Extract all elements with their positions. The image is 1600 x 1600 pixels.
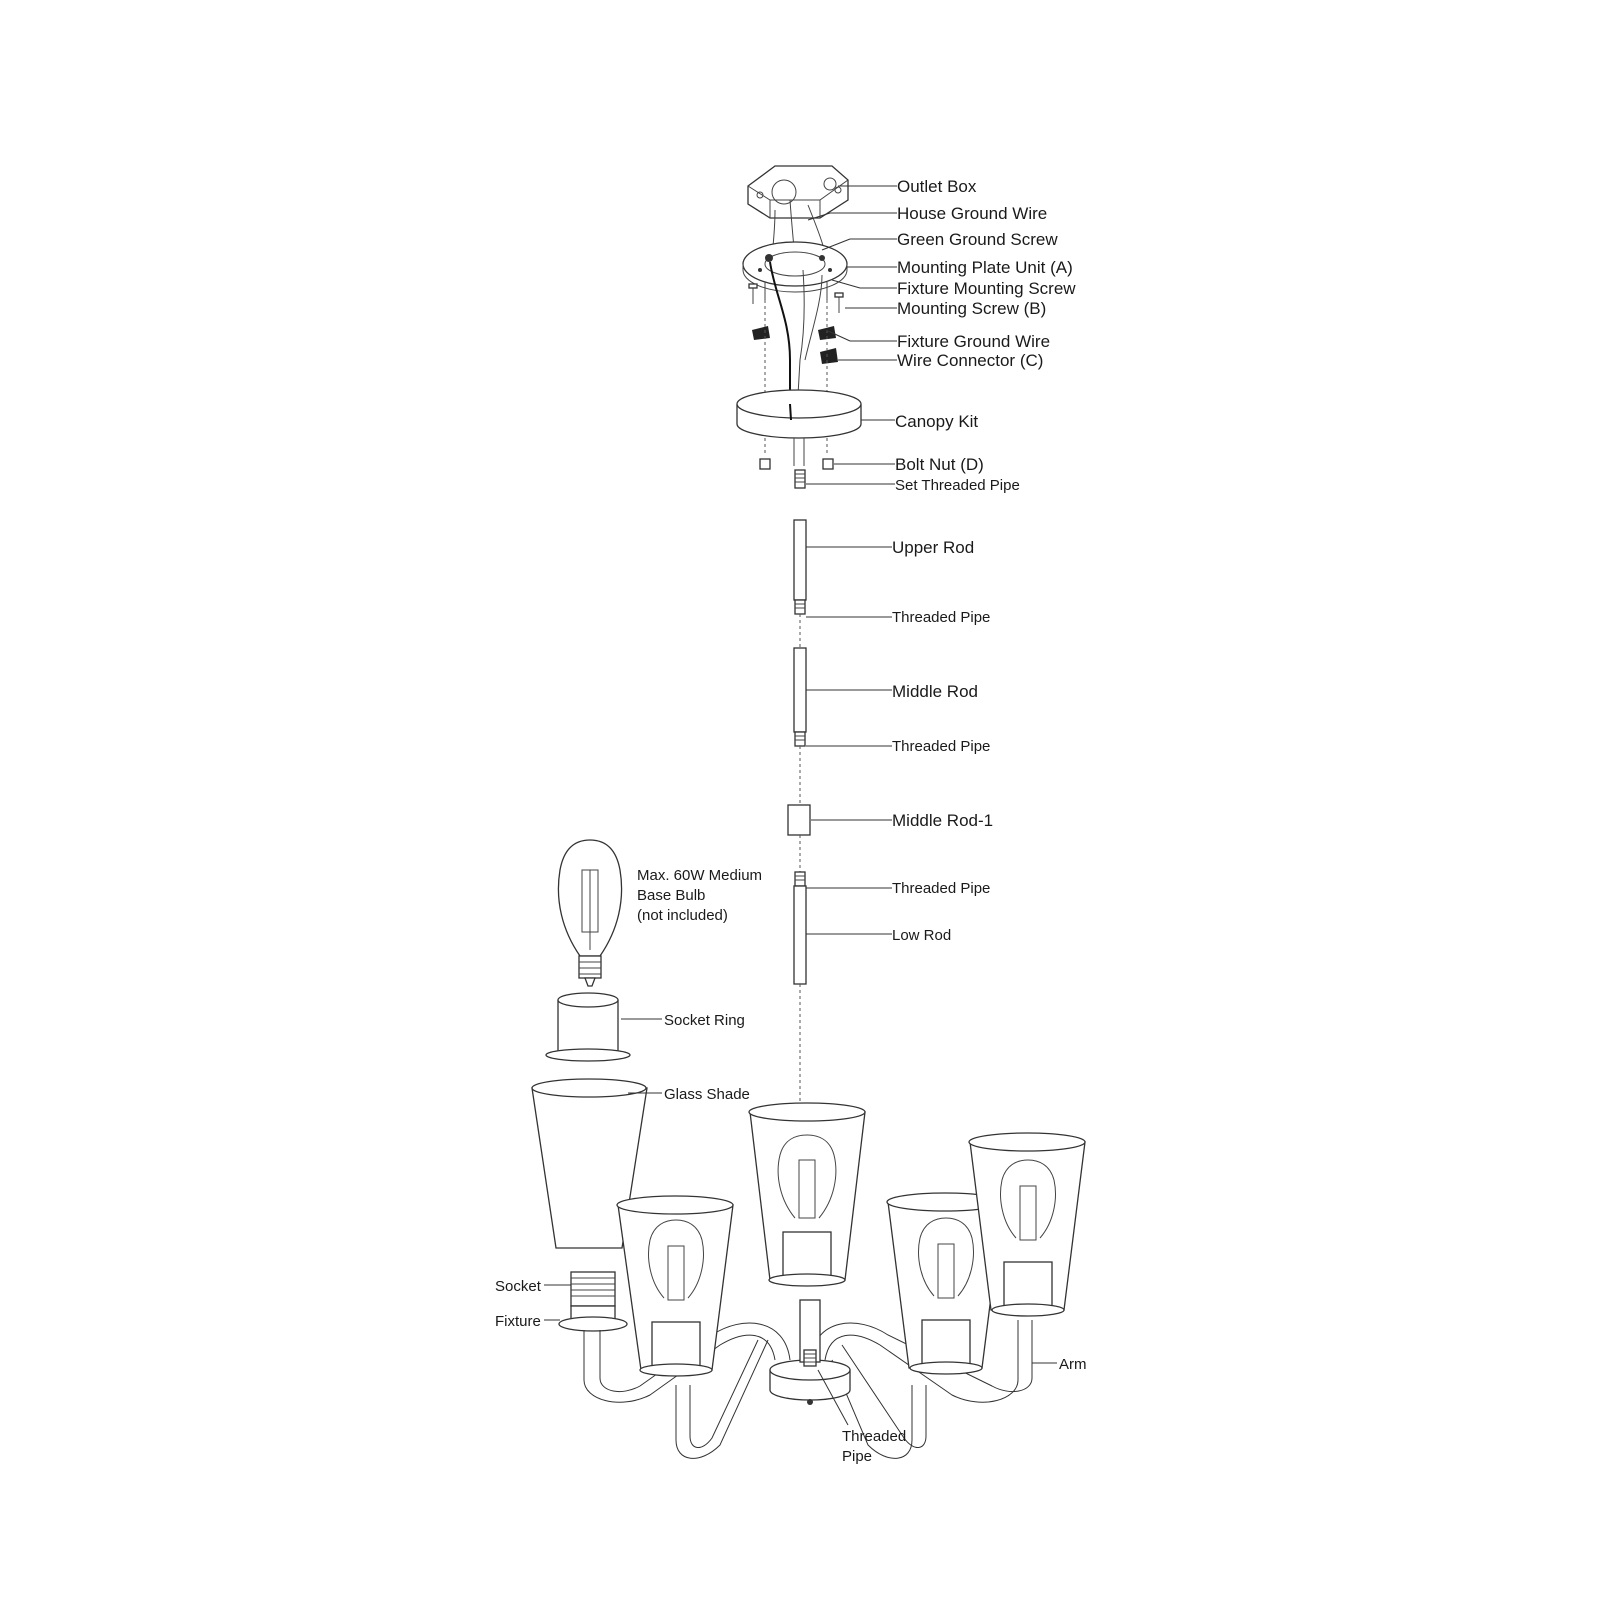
bolt-nut-right bbox=[822, 458, 834, 470]
label-wire-connector: Wire Connector (C) bbox=[897, 351, 1043, 370]
label-bottom-threaded-line2: Pipe bbox=[842, 1448, 872, 1465]
mounting-screw-right bbox=[834, 292, 844, 313]
label-bulb-line3: (not included) bbox=[637, 907, 728, 924]
label-middle-rod-1: Middle Rod-1 bbox=[892, 811, 993, 830]
label-mounting-plate-unit: Mounting Plate Unit (A) bbox=[897, 258, 1073, 277]
shade-assembly-center bbox=[748, 1102, 866, 1287]
label-threaded-pipe-3: Threaded Pipe bbox=[892, 880, 990, 897]
labels: Outlet Box House Ground Wire Green Groun… bbox=[495, 177, 1087, 1465]
label-socket: Socket bbox=[495, 1278, 542, 1295]
label-arm: Arm bbox=[1059, 1356, 1087, 1373]
set-threaded-pipe bbox=[794, 469, 806, 489]
label-low-rod: Low Rod bbox=[892, 927, 951, 944]
label-house-ground-wire: House Ground Wire bbox=[897, 204, 1047, 223]
label-outlet-box: Outlet Box bbox=[897, 177, 977, 196]
shade-assembly-far-right bbox=[968, 1132, 1086, 1317]
mounting-plate bbox=[742, 241, 848, 293]
label-bolt-nut: Bolt Nut (D) bbox=[895, 455, 984, 474]
edison-bulb bbox=[557, 839, 623, 987]
chandelier-arms bbox=[583, 1320, 1033, 1459]
label-canopy-kit: Canopy Kit bbox=[895, 412, 978, 431]
label-fixture-ground-wire: Fixture Ground Wire bbox=[897, 332, 1050, 351]
upper-rod bbox=[793, 519, 807, 615]
label-fixture-mounting-screw: Fixture Mounting Screw bbox=[897, 279, 1076, 298]
canopy-kit bbox=[736, 389, 862, 466]
label-mounting-screw: Mounting Screw (B) bbox=[897, 299, 1046, 318]
label-glass-shade: Glass Shade bbox=[664, 1086, 750, 1103]
label-threaded-pipe-1: Threaded Pipe bbox=[892, 609, 990, 626]
shade-assembly-right bbox=[886, 1192, 1004, 1375]
label-threaded-pipe-2: Threaded Pipe bbox=[892, 738, 990, 755]
wire-connector-left bbox=[752, 326, 770, 340]
label-socket-ring: Socket Ring bbox=[664, 1012, 745, 1029]
mounting-screw-left bbox=[748, 283, 758, 304]
label-middle-rod: Middle Rod bbox=[892, 682, 978, 701]
shade-assembly-left bbox=[616, 1195, 734, 1377]
socket bbox=[570, 1271, 616, 1321]
outlet-box bbox=[747, 165, 849, 219]
label-fixture: Fixture bbox=[495, 1313, 541, 1330]
socket-ring bbox=[545, 992, 631, 1062]
label-green-ground-screw: Green Ground Screw bbox=[897, 230, 1058, 249]
leader-lines bbox=[544, 185, 1057, 1426]
middle-rod-1 bbox=[787, 804, 811, 836]
label-bottom-threaded-line1: Threaded bbox=[842, 1428, 906, 1445]
label-upper-rod: Upper Rod bbox=[892, 538, 974, 557]
bolt-nut-left bbox=[759, 458, 771, 470]
label-bulb-line2: Base Bulb bbox=[637, 887, 705, 904]
wire-connector-center bbox=[820, 348, 838, 364]
low-rod bbox=[793, 871, 807, 985]
center-hub bbox=[769, 1299, 851, 1405]
label-set-threaded-pipe: Set Threaded Pipe bbox=[895, 477, 1020, 494]
fixture-cup bbox=[558, 1316, 628, 1332]
middle-rod bbox=[793, 647, 807, 747]
label-bulb-line1: Max. 60W Medium bbox=[637, 867, 762, 884]
